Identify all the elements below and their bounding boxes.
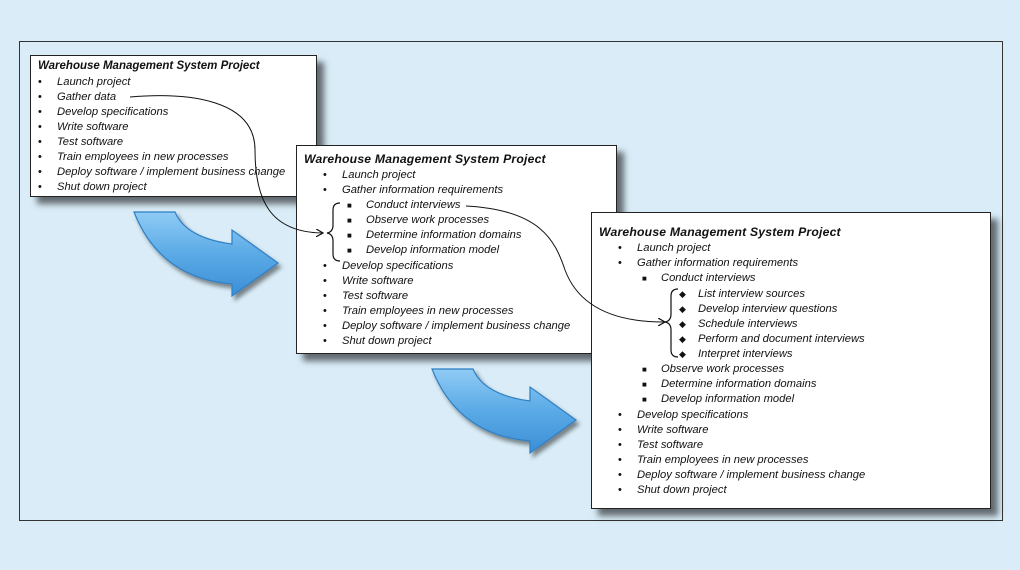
box2-item: Test software	[342, 290, 409, 302]
box2-item: Launch project	[342, 169, 416, 181]
wbs-box-level-1: Warehouse Management System Project • La…	[30, 55, 317, 197]
box1-item: Write software	[57, 121, 129, 133]
box1-item: Gather data	[57, 91, 117, 103]
square-bullet-icon: ■	[642, 380, 647, 389]
bullet-icon: •	[618, 484, 622, 496]
box1-item: Deploy software / implement business cha…	[57, 166, 286, 178]
bullet-icon: •	[38, 136, 42, 148]
bullet-icon: •	[38, 106, 42, 118]
diamond-bullet-icon: ◆	[679, 319, 686, 329]
bullet-icon: •	[38, 166, 42, 178]
bullet-icon: •	[618, 242, 622, 254]
square-bullet-icon: ■	[642, 365, 647, 374]
diamond-bullet-icon: ◆	[679, 334, 686, 344]
square-bullet-icon: ■	[347, 231, 352, 240]
bullet-icon: •	[618, 424, 622, 436]
box3-subitem: Develop information model	[661, 393, 795, 405]
bullet-icon: •	[618, 409, 622, 421]
bullet-icon: •	[618, 469, 622, 481]
bullet-icon: •	[38, 91, 42, 103]
box3-item: Write software	[637, 424, 709, 436]
connector-gather-data	[129, 95, 322, 233]
square-bullet-icon: ■	[642, 274, 647, 283]
diamond-bullet-icon: ◆	[679, 289, 686, 299]
square-bullet-icon: ■	[642, 395, 647, 404]
box2-subitem: Observe work processes	[366, 214, 490, 226]
wbs-box-level-2: Warehouse Management System Project • La…	[296, 145, 617, 354]
bullet-icon: •	[323, 169, 327, 181]
box3-item: Shut down project	[637, 484, 727, 496]
bullet-icon: •	[618, 454, 622, 466]
box2-item: Develop specifications	[342, 260, 454, 272]
box2-title: Warehouse Management System Project	[304, 152, 546, 166]
box2-item: Write software	[342, 275, 414, 287]
box1-item: Train employees in new processes	[57, 151, 229, 163]
bullet-icon: •	[38, 151, 42, 163]
bullet-icon: •	[323, 275, 327, 287]
diamond-bullet-icon: ◆	[679, 304, 686, 314]
box3-subitem: Determine information domains	[661, 378, 817, 390]
box3-subitem: Conduct interviews	[661, 272, 756, 284]
box3-item: Deploy software / implement business cha…	[637, 469, 866, 481]
brace-box3	[664, 288, 679, 358]
brace-box2	[326, 202, 341, 262]
box1-item: Test software	[57, 136, 124, 148]
box3-subsubitem: Schedule interviews	[698, 318, 798, 330]
box3-item: Test software	[637, 439, 704, 451]
box2-item: Gather information requirements	[342, 184, 504, 196]
bullet-icon: •	[323, 184, 327, 196]
box3-item: Develop specifications	[637, 409, 749, 421]
box2-item: Shut down project	[342, 335, 432, 347]
box3-title: Warehouse Management System Project	[599, 225, 841, 239]
box2-subitem: Determine information domains	[366, 229, 522, 241]
bullet-icon: •	[38, 76, 42, 88]
box3-subsubitem: List interview sources	[698, 288, 805, 300]
box1-item: Shut down project	[57, 181, 147, 193]
bullet-icon: •	[323, 260, 327, 272]
bullet-icon: •	[618, 439, 622, 451]
bullet-icon: •	[38, 121, 42, 133]
transition-arrow-2	[431, 368, 578, 455]
bullet-icon: •	[323, 305, 327, 317]
box3-subsubitem: Interpret interviews	[698, 348, 793, 360]
box3-subsubitem: Perform and document interviews	[698, 333, 865, 345]
bullet-icon: •	[323, 335, 327, 347]
bullet-icon: •	[618, 257, 622, 269]
box3-item: Train employees in new processes	[637, 454, 809, 466]
connector-conduct-interviews	[465, 205, 664, 322]
box3-item: Launch project	[637, 242, 711, 254]
square-bullet-icon: ■	[347, 246, 352, 255]
box1-item: Develop specifications	[57, 106, 169, 118]
square-bullet-icon: ■	[347, 216, 352, 225]
transition-arrow-1	[133, 211, 280, 298]
box3-item: Gather information requirements	[637, 257, 799, 269]
box1-title: Warehouse Management System Project	[38, 60, 260, 72]
bullet-icon: •	[323, 290, 327, 302]
box2-subitem: Conduct interviews	[366, 199, 461, 211]
diagram-frame	[19, 41, 1003, 521]
box2-item: Train employees in new processes	[342, 305, 514, 317]
box3-subsubitem: Develop interview questions	[698, 303, 838, 315]
box1-item: Launch project	[57, 76, 131, 88]
box2-subitem: Develop information model	[366, 244, 500, 256]
box3-subitem: Observe work processes	[661, 363, 785, 375]
bullet-icon: •	[323, 320, 327, 332]
diamond-bullet-icon: ◆	[679, 349, 686, 359]
wbs-box-level-3: Warehouse Management System Project • La…	[591, 212, 991, 509]
box2-item: Deploy software / implement business cha…	[342, 320, 571, 332]
square-bullet-icon: ■	[347, 201, 352, 210]
bullet-icon: •	[38, 181, 42, 193]
